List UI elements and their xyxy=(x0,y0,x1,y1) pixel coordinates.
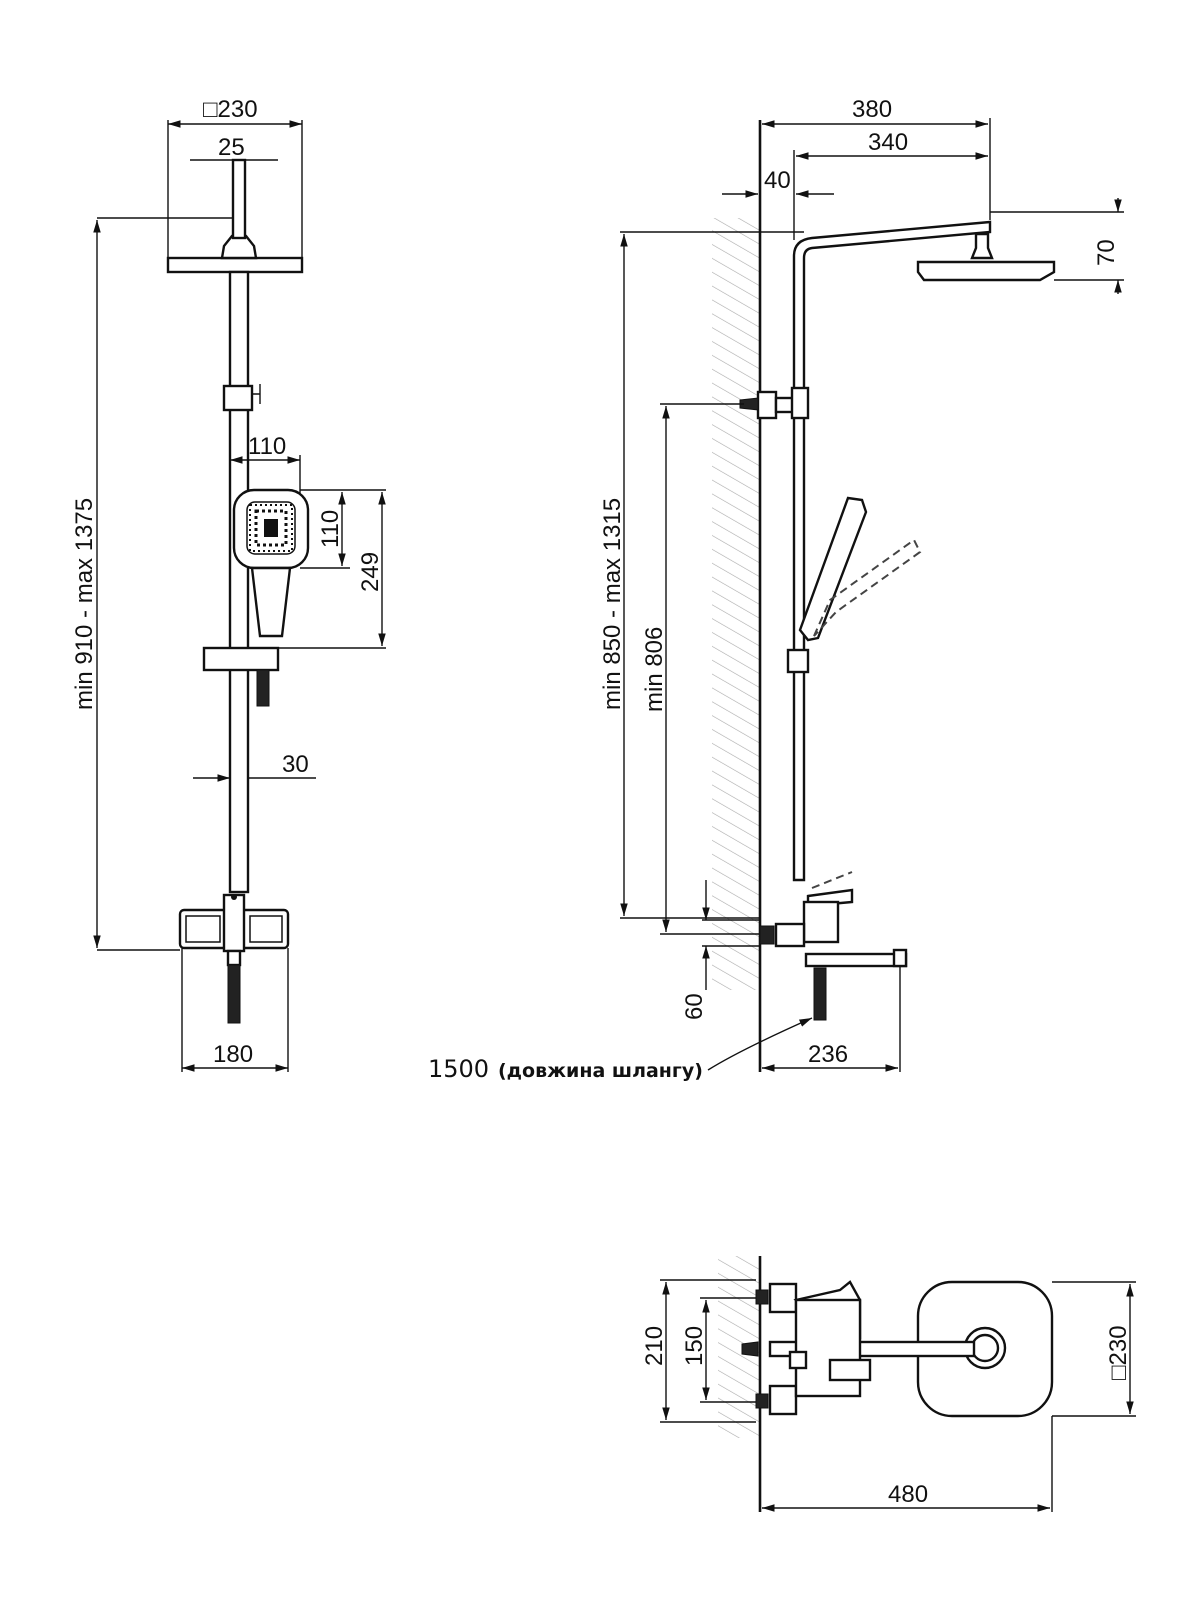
top-depth-label: 480 xyxy=(888,1481,928,1508)
hose-front xyxy=(227,964,241,1024)
top-head-size-label: □230 xyxy=(1105,1325,1132,1380)
spout-depth-label: 236 xyxy=(808,1041,848,1068)
side-hose xyxy=(813,967,827,1021)
outlet-height-label: 60 xyxy=(681,993,708,1020)
top-width-label: 210 xyxy=(641,1326,668,1366)
side-eccentric xyxy=(759,925,775,945)
slide-holder xyxy=(202,646,280,672)
head-connector xyxy=(220,234,258,260)
rain-head xyxy=(166,256,304,274)
hand-height-label: 110 xyxy=(317,510,344,548)
side-head-connector xyxy=(970,232,994,260)
clamp-lever xyxy=(252,384,261,404)
wall-gap-label: 40 xyxy=(764,167,791,194)
side-riser xyxy=(792,220,992,882)
total-height-label: min 910 - max 1375 xyxy=(71,498,98,710)
riser-pipe xyxy=(228,270,250,894)
hand-shower-handle xyxy=(250,566,292,638)
hand-width-label: 110 xyxy=(248,433,286,460)
head-size-label: □230 xyxy=(203,96,258,123)
top-view: 210 150 □230 480 xyxy=(641,1256,1136,1512)
hand-shower-alt-position xyxy=(813,538,922,637)
hose-length-label: 1500 xyxy=(428,1055,489,1083)
holder-height-label: min 806 xyxy=(641,627,668,712)
side-view: 380 340 40 70 min 850 - max 1315 min 806 xyxy=(428,96,1124,1083)
hose-note-label: (довжина шлангу) xyxy=(498,1060,703,1082)
hose-connector-front xyxy=(256,669,270,707)
side-total-height-label: min 850 - max 1315 xyxy=(599,498,626,710)
pipe-width-label: 30 xyxy=(282,751,309,778)
head-height-label: 70 xyxy=(1093,239,1120,266)
side-mixer-body xyxy=(802,900,840,944)
top-mixer-body xyxy=(794,1298,862,1398)
wall-hatch xyxy=(712,218,760,990)
wall-bracket xyxy=(756,390,778,420)
side-clamp xyxy=(790,386,810,420)
spout xyxy=(804,952,908,968)
arm-width-label: 25 xyxy=(218,134,245,161)
hand-total-label: 249 xyxy=(357,552,384,592)
projection-label: 380 xyxy=(852,96,892,123)
front-view: □230 25 min 910 - max 1375 110 xyxy=(71,96,386,1072)
mixer-center xyxy=(222,893,246,953)
side-hand-shower xyxy=(798,496,868,642)
nozzle-grid xyxy=(249,504,293,552)
pipe-clamp xyxy=(222,384,254,412)
side-slide-holder xyxy=(786,648,810,674)
head-arm xyxy=(231,158,247,240)
center-distance-label: 150 xyxy=(681,1326,708,1366)
side-rain-head xyxy=(916,260,1056,282)
mixer-width-label: 180 xyxy=(213,1041,253,1068)
arm-length-label: 340 xyxy=(868,129,908,156)
